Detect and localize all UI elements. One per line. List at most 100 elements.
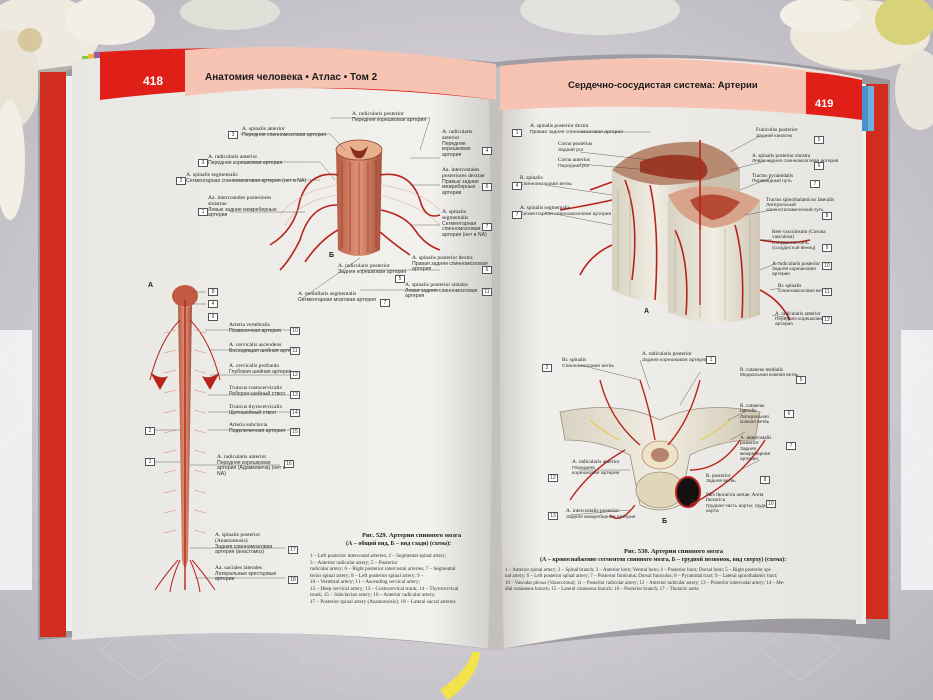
callout-number: 12: [822, 316, 832, 324]
latin-term: A. spinalis posterior dextra: [530, 123, 589, 129]
latin-term: A. spinalis segmentalis: [186, 172, 238, 178]
latin-term: A. spinalis posterior sinistra: [752, 153, 811, 159]
latin-term: Truncus thyrocervicalis: [229, 404, 282, 410]
left-running-head: Анатомия человека • Атлас • Том 2: [205, 72, 378, 83]
russian-term: Передний рог: [558, 163, 590, 169]
russian-term: Сегментарная спинномозговая артерия: [520, 211, 612, 217]
left-figure-letter-a: А: [148, 282, 154, 289]
legend-line: 12 – Deep cervical artery; 13 – Costocer…: [310, 585, 459, 592]
latin-term: A. radicularis posterior: [772, 261, 820, 267]
callout-number: 12: [290, 371, 300, 379]
russian-term: Задняя корешковая артерия: [642, 357, 708, 363]
russian-term: Латеральный спинноталамический путь: [766, 203, 824, 214]
callout-number: 4: [208, 300, 218, 308]
latin-term: Cornu posterius: [558, 141, 593, 147]
latin-term: Aa. intercostales posteriores sinistrae: [208, 195, 272, 207]
latin-term: A. spinalis segmentalis: [520, 205, 570, 211]
latin-term: Tractus pyramidalis: [752, 173, 794, 179]
callout-number: 6: [482, 183, 492, 191]
latin-term: A. cervicalis ascendens: [229, 342, 282, 348]
russian-term: Сегментарная спинномозговая артерия (нет…: [442, 220, 487, 238]
left-figure-caption-title: Рис. 529. Артерии спинного мозга: [362, 532, 461, 539]
callout-number: 7: [810, 180, 820, 188]
legend-line: nal artery; 6 – Left posterior spinal ar…: [505, 574, 778, 580]
callout-number: 11: [822, 288, 832, 296]
latin-term: A. radicularis anterior: [208, 154, 258, 160]
latin-term: A. radicularis posterior: [352, 111, 404, 117]
latin-term: A. radicularis anterior: [775, 311, 821, 317]
callout-number: 15: [290, 428, 300, 436]
russian-term: Задняя межреберная артерия: [740, 446, 771, 462]
callout-number: 9: [822, 244, 832, 252]
callout-number: 11: [290, 347, 300, 355]
right-figure-caption-sub: (А – кровоснабжение сегментов спинного м…: [540, 557, 787, 563]
russian-term: Глубокая шейная артерия: [229, 368, 292, 375]
russian-term: Правая задняя спинномозговая артерия: [412, 260, 488, 273]
right-page-number: 419: [815, 98, 834, 110]
callout-number: 13: [548, 512, 558, 520]
russian-term: Спинномозговая ветвь: [520, 181, 573, 187]
callout-number: 8: [822, 212, 832, 220]
legend-line: 1 – Left posterior intercostal arteries;…: [310, 553, 447, 559]
callout-number: 7: [786, 442, 796, 450]
right-figure-caption-title: Рис. 530. Артерии спинного мозга: [624, 548, 723, 555]
russian-term: Сосудистая сеть (сосудистый венец): [772, 240, 816, 251]
russian-term: Сегментарная мозговая артерия: [298, 296, 376, 303]
callout-number: 6: [784, 410, 794, 418]
latin-term: A. radicularis anterior: [572, 459, 620, 465]
latin-term: A. radicularis anterior: [442, 129, 473, 141]
callout-number: 1: [145, 458, 155, 466]
callout-number: 9: [208, 313, 218, 321]
russian-term: Задний рог: [558, 147, 584, 153]
callout-number: 1: [198, 208, 208, 216]
callout-number: 7: [512, 211, 522, 219]
callout-number: 10: [290, 327, 300, 335]
right-figure-letter-a: А: [644, 308, 650, 315]
latin-term: A. radicularis anterior: [217, 454, 267, 460]
latin-term: R. cutaneus medialis: [740, 367, 784, 373]
latin-term: A. spinalis posterior (Anastomosis): [215, 532, 261, 544]
latin-term: Tractus spinothalamicus lateralis: [766, 197, 835, 203]
callout-number: 6: [814, 162, 824, 170]
latin-term: A. medullaris segmentalis: [298, 291, 357, 297]
latin-term: Aa. intercostales posteriores dextrae: [442, 167, 485, 179]
latin-term: R. spinalis: [520, 175, 543, 181]
right-a-label-10: Rete vasculosum (Corona vasculosa)Сосуди…: [772, 229, 834, 251]
callout-number: 13: [290, 391, 300, 399]
right-running-head: Сердечно-сосудистая система: Артерии: [568, 80, 758, 91]
callout-number: 3: [228, 131, 238, 139]
latin-term: A. cervicalis profunda: [229, 363, 279, 369]
legend-line: 10 – Vascular plexus (Vasocorona); 11 – …: [505, 580, 785, 586]
russian-term: Сегментарная спинномозговая артерия (нет…: [186, 177, 307, 184]
left-figure-legend: 1 – Left posterior intercostal arteries;…: [310, 553, 490, 605]
left-figure-caption-sub: (А – общий вид, Б – вид сзади) (схема):: [346, 541, 452, 547]
callout-number: 17: [288, 546, 298, 554]
russian-term: Левая задняя спинномозговая артерия: [752, 159, 839, 165]
left-page-number: 418: [143, 74, 164, 88]
latin-term: Rr. spinalis: [778, 283, 802, 289]
latin-term: Aa. sacrales laterales: [215, 565, 263, 571]
callout-number: 2: [542, 364, 552, 372]
legend-line: dial cutaneous branch; 15 – Lateral cuta…: [505, 586, 699, 592]
